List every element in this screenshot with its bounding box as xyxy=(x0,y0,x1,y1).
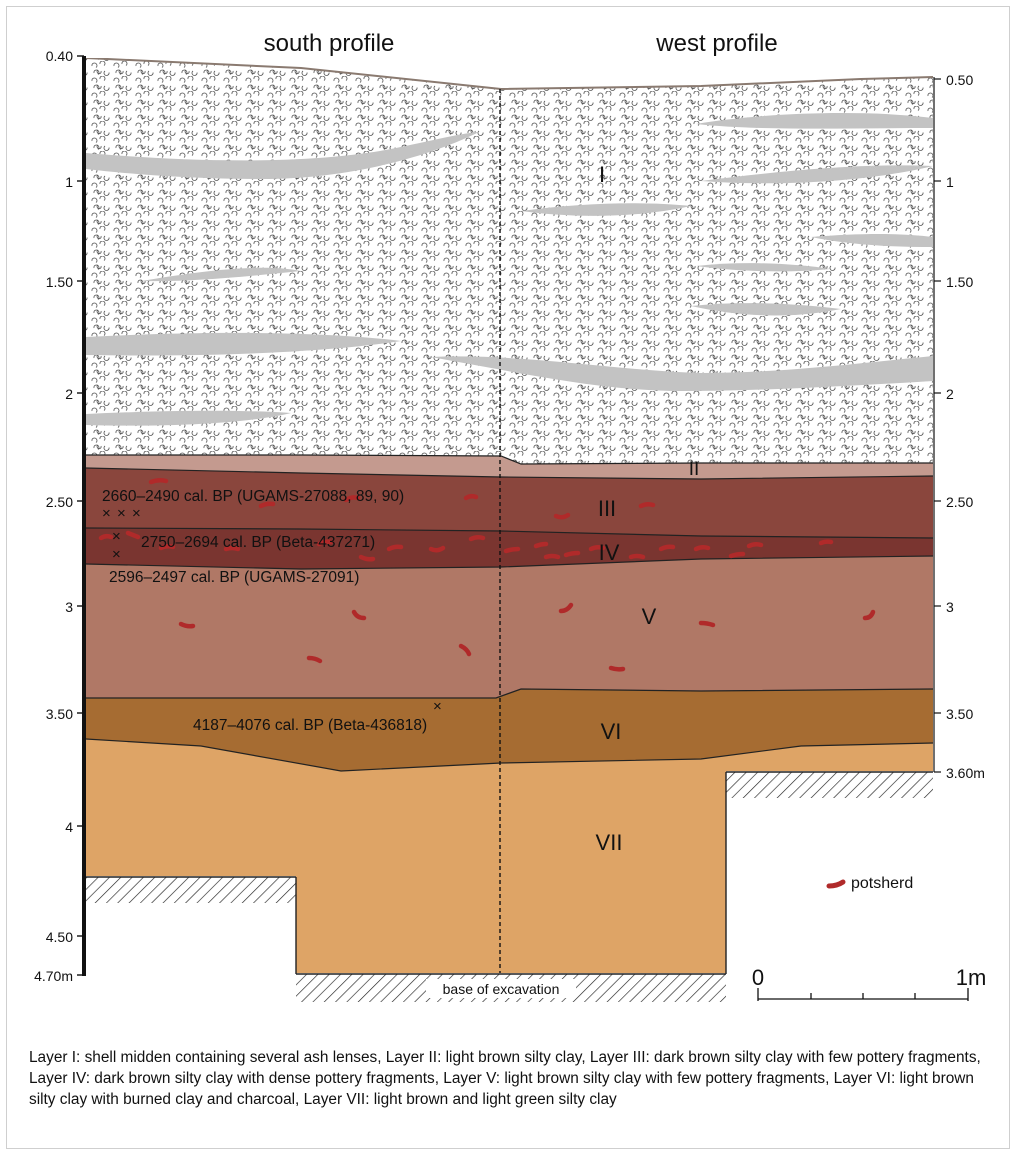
potsherds xyxy=(98,477,876,672)
right-tick-label: 1 xyxy=(946,174,954,190)
layer-label-i: I xyxy=(599,162,605,187)
left-tick-label: 4.70m xyxy=(34,968,73,984)
scale-start-label: 0 xyxy=(752,965,764,990)
layer-v xyxy=(86,556,933,698)
base-of-excavation-label: base of excavation xyxy=(443,981,560,997)
left-axis-ticks xyxy=(77,55,84,976)
layer-label-vii: VII xyxy=(596,830,623,855)
right-tick-label: 0.50 xyxy=(946,72,973,88)
stratigraphy-profile: ××× ××× 0.40 1 1.50 2 2.50 3 3.50 4 4.50… xyxy=(34,30,987,1002)
right-axis-ticks xyxy=(934,78,941,773)
figure-frame: ××× ××× 0.40 1 1.50 2 2.50 3 3.50 4 4.50… xyxy=(6,6,1010,1149)
layer-ii xyxy=(86,455,933,479)
excavation-base-hatching xyxy=(86,771,933,1002)
date-label: 2596–2497 cal. BP (UGAMS-27091) xyxy=(109,569,359,586)
layer-label-v: V xyxy=(642,604,657,629)
ash-lenses xyxy=(86,113,933,426)
scale-bar xyxy=(757,988,969,1001)
left-tick-label: 2 xyxy=(65,386,73,402)
layer-label-vi: VI xyxy=(601,719,622,744)
svg-text:×: × xyxy=(112,528,121,545)
layer-labels: I II III IV V VI VII xyxy=(596,162,700,855)
right-axis-labels: 0.50 1 1.50 2 2.50 3 3.50 3.60m xyxy=(946,72,985,781)
date-label: 2750–2694 cal. BP (Beta-437271) xyxy=(141,534,375,551)
south-profile-title: south profile xyxy=(264,30,395,57)
left-tick-label: 2.50 xyxy=(46,494,73,510)
layer-label-ii: II xyxy=(689,459,700,480)
right-tick-label: 2.50 xyxy=(946,494,973,510)
right-tick-label: 3.50 xyxy=(946,706,973,722)
potsherd-legend-label: potsherd xyxy=(851,875,913,892)
right-tick-label: 3 xyxy=(946,599,954,615)
svg-text:×: × xyxy=(117,505,126,522)
svg-text:×: × xyxy=(102,505,111,522)
date-annotations: 2660–2490 cal. BP (UGAMS-27088, 89, 90) … xyxy=(102,488,427,734)
layer-label-iv: IV xyxy=(599,540,620,565)
layer-label-iii: III xyxy=(598,496,616,521)
svg-text:×: × xyxy=(433,698,442,715)
potsherd-legend-icon xyxy=(826,879,846,889)
west-profile-title: west profile xyxy=(655,30,777,57)
left-axis-labels: 0.40 1 1.50 2 2.50 3 3.50 4 4.50 4.70m xyxy=(34,48,73,984)
date-label: 2660–2490 cal. BP (UGAMS-27088, 89, 90) xyxy=(102,488,404,505)
left-tick-label: 3.50 xyxy=(46,706,73,722)
left-tick-label: 3 xyxy=(65,599,73,615)
date-label: 4187–4076 cal. BP (Beta-436818) xyxy=(193,717,427,734)
left-tick-label: 0.40 xyxy=(46,48,73,64)
left-tick-label: 1.50 xyxy=(46,274,73,290)
right-tick-label: 3.60m xyxy=(946,765,985,781)
right-tick-label: 2 xyxy=(946,386,954,402)
layer-iii xyxy=(86,468,933,538)
sample-markers: ××× ××× xyxy=(102,505,442,715)
left-tick-label: 1 xyxy=(65,174,73,190)
svg-text:×: × xyxy=(112,546,121,563)
left-tick-label: 4.50 xyxy=(46,929,73,945)
layer-vi xyxy=(86,689,933,771)
svg-text:×: × xyxy=(132,505,141,522)
layer-boundaries xyxy=(86,454,933,772)
scale-end-label: 1m xyxy=(956,965,987,990)
left-tick-label: 4 xyxy=(65,819,73,835)
figure-caption: Layer I: shell midden containing several… xyxy=(29,1049,981,1108)
right-tick-label: 1.50 xyxy=(946,274,973,290)
